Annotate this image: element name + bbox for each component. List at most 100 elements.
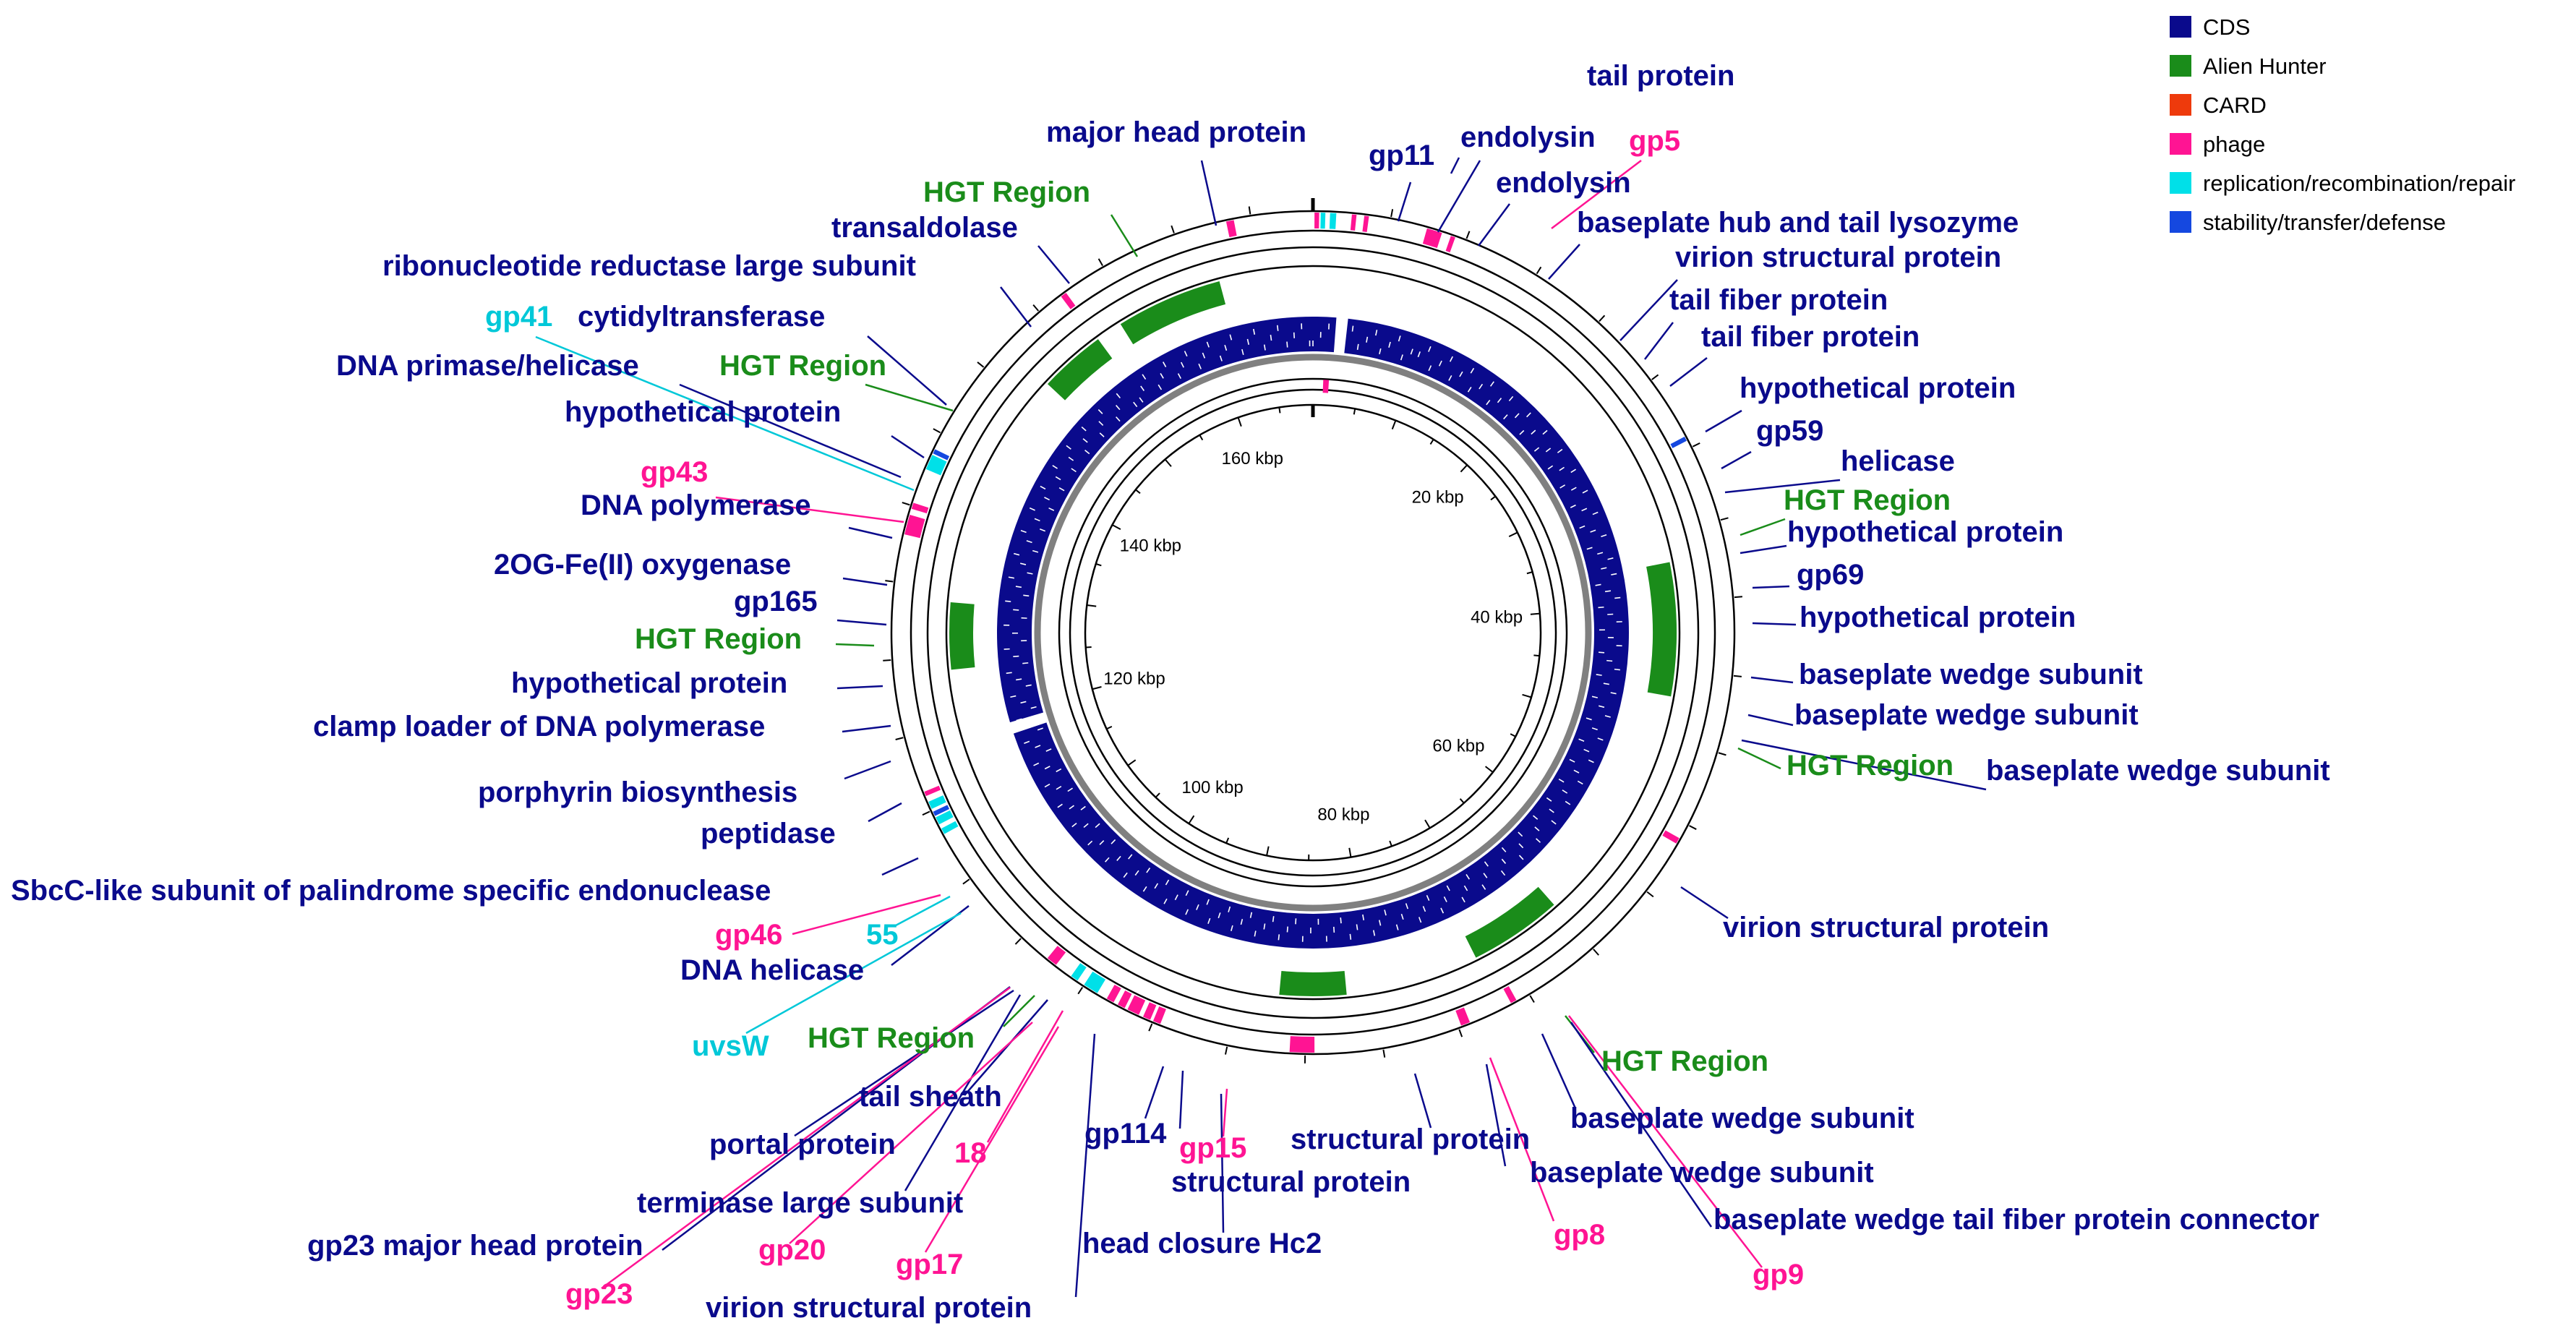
scale-tick <box>1533 654 1540 657</box>
scale-tick <box>1225 837 1230 844</box>
outer-tick <box>1390 209 1394 218</box>
stability-feature <box>1670 437 1687 448</box>
cds-gene-boundary <box>1570 468 1576 474</box>
cds-gene-boundary <box>1422 906 1426 912</box>
phage-feature <box>1061 292 1076 309</box>
phage-feature <box>1117 990 1132 1009</box>
leader-line <box>1222 1088 1228 1137</box>
scale-tick-label: 140 kbp <box>1120 536 1181 555</box>
hgt-region <box>1120 281 1226 345</box>
cds-gene-boundary <box>1558 778 1565 783</box>
cds-gene-boundary <box>1032 549 1039 553</box>
cds-gene-boundary <box>1057 803 1063 808</box>
legend-swatch <box>2170 16 2191 38</box>
gene-label: 18 <box>954 1137 987 1169</box>
cds-gene-boundary <box>1184 351 1188 357</box>
cds-gene-boundary <box>1591 695 1599 698</box>
cds-gene-boundary <box>1286 926 1288 933</box>
phage-feature <box>1106 985 1121 1003</box>
scale-tick <box>1530 612 1540 615</box>
leader-line <box>848 526 893 539</box>
cds-gene-boundary <box>1428 365 1432 372</box>
leader-line <box>865 383 954 412</box>
cds-gene-boundary <box>1351 325 1354 332</box>
track-ring <box>945 265 1681 1001</box>
stability-feature <box>933 449 950 461</box>
outer-tick <box>962 878 970 885</box>
cds-gene-boundary <box>1526 412 1531 418</box>
cds-gene-boundary <box>1254 930 1257 937</box>
outer-tick <box>1720 517 1729 521</box>
outer-tick <box>1465 231 1471 239</box>
cds-gene-boundary <box>1142 374 1147 380</box>
scale-tick <box>1490 495 1497 501</box>
cds-gene-boundary <box>1081 426 1087 432</box>
cds-gene-boundary <box>1428 346 1432 352</box>
cds-gene-boundary <box>1116 416 1121 422</box>
cds-gene-boundary <box>1549 808 1554 813</box>
leader-line <box>535 335 915 492</box>
leader-line <box>715 496 904 523</box>
gene-label: DNA helicase <box>680 954 864 986</box>
outer-tick <box>1148 1023 1153 1032</box>
cds-gene-boundary <box>1604 715 1611 718</box>
gene-label: gp20 <box>758 1234 826 1266</box>
cds-gene-boundary <box>1366 336 1369 343</box>
cds-gene-boundary <box>1013 655 1019 658</box>
cds-gene-boundary <box>1097 408 1103 414</box>
phage-feature <box>1455 1007 1471 1026</box>
scale-tick <box>1095 562 1102 567</box>
scale-tick <box>1085 646 1092 649</box>
scale-tick <box>1087 604 1097 607</box>
cds-gene-boundary <box>1590 529 1596 533</box>
scale-tick <box>1389 840 1392 847</box>
gene-label: clamp loader of DNA polymerase <box>313 711 765 742</box>
cds-gene-boundary <box>1570 504 1576 508</box>
scale-tick <box>1508 531 1518 538</box>
leader-line <box>1037 245 1070 284</box>
leader-line <box>964 999 1048 1096</box>
cds-gene-boundary <box>1263 923 1266 930</box>
cds-gene-boundary <box>1400 354 1403 361</box>
outer-tick <box>1032 304 1040 312</box>
cds-gene-boundary <box>1461 896 1465 903</box>
phage-feature <box>924 785 941 797</box>
cds-gene-boundary <box>1006 672 1012 675</box>
cds-gene-boundary <box>1410 348 1413 355</box>
cds-gene-boundary <box>1039 528 1046 532</box>
gene-label: tail sheath <box>859 1081 1002 1113</box>
cds-gene-boundary <box>1241 348 1244 356</box>
cds-gene-boundary <box>1570 487 1577 491</box>
leader-line <box>835 643 875 647</box>
cds-gene-boundary <box>1069 805 1074 810</box>
cds-gene-boundary <box>1160 373 1164 379</box>
leader-line <box>904 994 1022 1191</box>
gene-label: baseplate wedge subunit <box>1799 659 2143 690</box>
gene-label: 2OG-Fe(II) oxygenase <box>494 549 791 581</box>
cds-gene-boundary <box>1542 429 1548 435</box>
cds-gene-boundary <box>1470 367 1475 374</box>
legend-label: stability/transfer/defense <box>2203 210 2446 235</box>
leader-line <box>868 802 902 823</box>
leader-line <box>1740 544 1787 555</box>
cds-gene-boundary <box>1614 668 1620 671</box>
cds-gene-boundary <box>1140 385 1145 391</box>
scale-tick <box>1188 815 1195 824</box>
cds-gene-boundary <box>1142 886 1147 892</box>
cds-gene-boundary <box>1174 894 1178 901</box>
leader-line <box>891 435 925 459</box>
gene-label: gp23 major head protein <box>307 1230 643 1262</box>
outer-tick <box>922 810 930 816</box>
cds-gene-boundary <box>1058 487 1065 492</box>
leader-line <box>789 1022 1033 1244</box>
cds-gene-boundary <box>1196 904 1199 910</box>
gene-label: transaldolase <box>831 212 1018 244</box>
cds-gene-boundary <box>1533 447 1540 452</box>
gene-label: HGT Region <box>1601 1045 1768 1077</box>
cds-gene-boundary <box>1099 840 1105 845</box>
cds-gene-boundary <box>1586 717 1592 721</box>
gene-label: hypothetical protein <box>565 396 841 428</box>
cds-gene-boundary <box>1163 898 1168 904</box>
